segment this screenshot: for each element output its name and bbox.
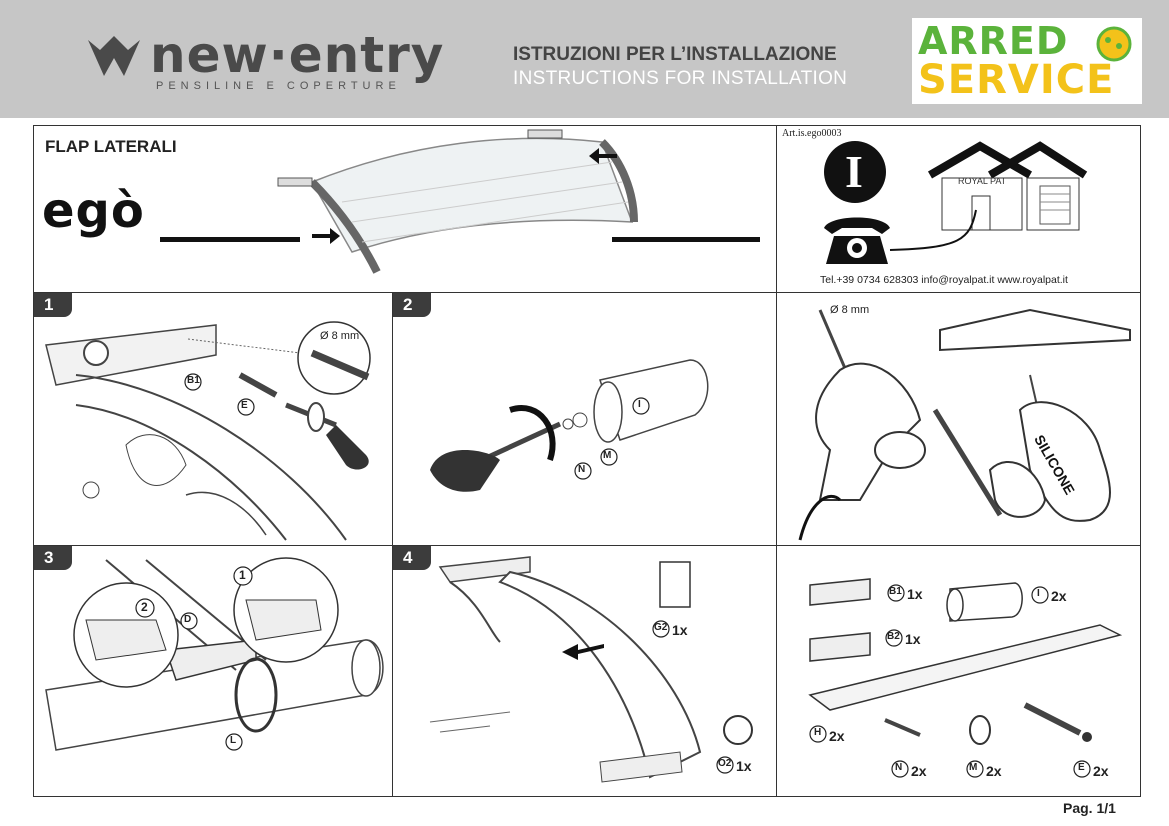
parts-qty-i: 2x xyxy=(1051,588,1067,604)
step4-illustration xyxy=(429,556,753,783)
house-label: ROYAL PAT xyxy=(958,176,1007,186)
telephone-icon xyxy=(824,217,890,264)
model-underline-right xyxy=(612,237,760,242)
step2-part-circle-m xyxy=(600,448,618,466)
parts-qty-b2: 1x xyxy=(905,631,921,647)
parts-code-b2: B2 xyxy=(887,631,900,642)
parts-code-e: E xyxy=(1078,762,1085,773)
article-code: Art.is.ego0003 xyxy=(782,128,842,139)
parts-qty-e: 2x xyxy=(1093,763,1109,779)
parts-code-h: H xyxy=(814,727,822,738)
step2-illustration xyxy=(430,359,709,492)
step4-part-o: O2 xyxy=(718,758,732,769)
parts-code-i: I xyxy=(1037,588,1040,599)
parts-circle-m xyxy=(966,760,984,778)
step3-callout-1: 1 xyxy=(239,568,246,582)
brand-name: new·entry xyxy=(150,26,445,84)
partner-logo-top: ARRED xyxy=(918,19,1069,63)
step4-part-circle-o xyxy=(716,756,734,774)
parts-code-n: N xyxy=(895,762,903,773)
step2-part-circle-n xyxy=(574,462,592,480)
parts-qty-h: 2x xyxy=(829,728,845,744)
step1-part-b: B1 xyxy=(187,375,200,386)
parts-code-b1: B1 xyxy=(889,586,902,597)
step4-qty-g: 1x xyxy=(672,622,688,638)
instruction-sheet-frame xyxy=(33,125,1141,797)
step1-drill-label: Ø 8 mm xyxy=(320,330,360,342)
divider-vertical-left xyxy=(392,292,393,797)
parts-circle-n xyxy=(891,760,909,778)
model-name: egò xyxy=(42,183,145,239)
parts-circle-i xyxy=(1031,586,1049,604)
divider-horizontal-middle xyxy=(33,545,1141,546)
step4-part-g: G2 xyxy=(654,622,668,633)
divider-vertical-right xyxy=(776,125,777,797)
header-bar: new·entry PENSILINE E COPERTURE ISTRUZIO… xyxy=(0,0,1169,118)
info-letter: I xyxy=(845,146,863,197)
parts-qty-n: 2x xyxy=(911,763,927,779)
parts-circle-e xyxy=(1073,760,1091,778)
divider-horizontal-top xyxy=(33,292,1141,293)
parts-circle-b1 xyxy=(887,584,905,602)
step3-part-circle-d xyxy=(180,612,198,630)
arredo-service-logo: ARRED SERVICE xyxy=(912,18,1142,104)
step3-callout-2: 2 xyxy=(141,600,148,614)
step1-part-circle-e xyxy=(237,398,255,416)
step-badge-4: 4 xyxy=(393,546,431,570)
step3-part-circle-l xyxy=(225,733,243,751)
step2-part-m: M xyxy=(603,450,612,461)
tools-illustration xyxy=(798,308,1131,541)
step4-part-circle-g xyxy=(652,620,670,638)
step-badge-3: 3 xyxy=(34,546,72,570)
step-badge-1: 1 xyxy=(34,293,72,317)
step3-callout-circle-2 xyxy=(135,598,155,618)
step3-callout-circle-1 xyxy=(233,566,253,586)
step2-part-circle-i xyxy=(632,397,650,415)
new-entry-logo-icon xyxy=(88,36,140,76)
house-garage-icon xyxy=(889,141,1088,251)
step3-part-l: L xyxy=(230,735,237,746)
page-number: Pag. 1/1 xyxy=(1063,800,1116,816)
step1-illustration xyxy=(45,321,371,541)
parts-qty-b1: 1x xyxy=(907,586,923,602)
step3-illustration xyxy=(45,557,384,751)
instructions-title-en: INSTRUCTIONS FOR INSTALLATION xyxy=(513,68,848,89)
step2-part-n: N xyxy=(578,464,586,475)
step2-part-i: I xyxy=(638,399,641,410)
info-icon xyxy=(824,141,886,203)
partner-logo-bottom: SERVICE xyxy=(918,57,1115,103)
brand-tagline: PENSILINE E COPERTURE xyxy=(156,80,401,92)
contacts-line: Tel.+39 0734 628303 info@royalpat.it www… xyxy=(820,274,1068,286)
model-underline-left xyxy=(160,237,300,242)
step3-part-d: D xyxy=(184,614,192,625)
step4-qty-o: 1x xyxy=(736,758,752,774)
canopy-overview-illustration xyxy=(277,129,638,274)
parts-circle-h xyxy=(809,725,827,743)
ladybug-icon xyxy=(1096,26,1132,62)
parts-qty-m: 2x xyxy=(986,763,1002,779)
parts-code-m: M xyxy=(969,762,978,773)
step1-part-circle-b xyxy=(184,373,202,391)
step1-part-e: E xyxy=(241,400,248,411)
parts-circle-b2 xyxy=(885,629,903,647)
step-badge-2: 2 xyxy=(393,293,431,317)
instructions-title-it: ISTRUZIONI PER L’INSTALLAZIONE xyxy=(513,44,837,65)
parts-list-illustration xyxy=(808,578,1123,745)
tools-drill-label: Ø 8 mm xyxy=(830,304,870,316)
section-title: FLAP LATERALI xyxy=(45,137,177,156)
